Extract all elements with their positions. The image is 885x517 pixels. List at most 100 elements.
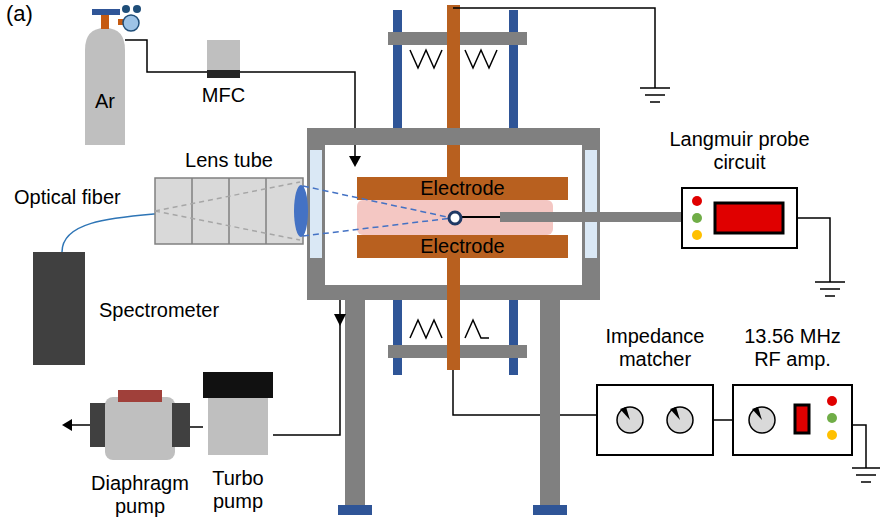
mfc-node: MFC [207, 40, 240, 78]
rf-amplifier-box-part [827, 413, 837, 423]
spectrometer-box [33, 252, 85, 365]
support-frame-part [345, 300, 365, 505]
rf-amplifier-box-part [827, 396, 837, 406]
spectrometer-node: Spectrometer [33, 252, 85, 365]
node-heading: Langmuir probe circuit [665, 128, 815, 174]
langmuir-probe-part [500, 212, 682, 222]
rf-amplifier-box-part [752, 407, 762, 420]
optical-fiber [62, 214, 155, 252]
amplifier-node: 13.56 MHz RF amp. [733, 385, 852, 455]
electrodes-plasma-part [357, 235, 568, 258]
gas-inlet-line-part [349, 156, 361, 167]
wire [190, 426, 203, 428]
top-feedthrough-part [410, 50, 442, 68]
edge-label: Optical fiber [12, 186, 123, 209]
rf-amplifier-box-part [852, 425, 880, 482]
probe-circuit-box-part [692, 213, 702, 223]
top-feedthrough-part [393, 10, 402, 128]
impedance-matcher-box-part [620, 407, 630, 420]
lens-tube-part [192, 178, 266, 244]
ground-wire-part [453, 8, 655, 88]
vacuum-chamber-part [307, 128, 325, 300]
diaphragm-pump-body [62, 390, 190, 460]
electrode-node: Electrode [357, 177, 568, 200]
rf-amplifier-box-part [795, 405, 809, 433]
rf-amplifier-box [733, 385, 880, 482]
vacuum-chamber-part [585, 150, 597, 258]
probe-circuit-box-part [692, 196, 702, 206]
rf-amplifier-box-part [827, 430, 837, 440]
lens-tube [155, 178, 308, 244]
node-heading: 13.56 MHz RF amp. [735, 325, 850, 371]
diaphragm-pump-body-part [72, 424, 90, 426]
turbo-pump-body-part [203, 372, 273, 398]
wire [453, 258, 597, 415]
node-heading: Lens tube [169, 149, 289, 172]
probe-circuit-box-part [692, 230, 702, 240]
mass-flow-controller [207, 40, 240, 78]
top-feedthrough-part [447, 5, 460, 177]
mass-flow-controller-part [207, 70, 240, 78]
bottom-feedthrough-part [410, 320, 442, 338]
support-frame-part [533, 505, 567, 515]
support-frame-part [540, 300, 560, 505]
impedance-matcher-box-part [617, 407, 643, 433]
electrode-node: Electrode [357, 235, 568, 258]
panel-label: (a) [4, 2, 35, 25]
gas-cylinder-part [133, 5, 141, 13]
impedance-matcher-box-part [597, 385, 713, 455]
lens-tube-part [155, 182, 300, 240]
pumping-line-part [334, 314, 346, 326]
langmuir-probe-part [462, 216, 500, 218]
diaphragm-pump-body-part [172, 403, 190, 447]
bottom-feedthrough-part [465, 320, 489, 338]
impedance-matcher-box-part [670, 407, 680, 420]
diaphragm-pump-body-part [105, 397, 175, 460]
turbo-pump-body-part [208, 398, 268, 455]
langmuir-probe [449, 212, 682, 224]
diaphragm-pump-body-part [118, 390, 162, 402]
probe-circuit-box-part [797, 218, 845, 296]
node-text: Electrode [357, 235, 568, 258]
probe-circuit-box-part [682, 188, 797, 248]
matcher-node: Impedance matcher [597, 385, 713, 455]
impedance-matcher-box-part [667, 407, 693, 433]
gas-inlet-line-part [240, 72, 355, 158]
node-heading: Diaphragm pump [84, 472, 196, 517]
gas-cylinder-part [122, 5, 130, 13]
mass-flow-controller-part [207, 40, 240, 70]
top-feedthrough [388, 5, 527, 177]
node-heading: MFC [189, 84, 259, 107]
node-heading: Impedance matcher [590, 325, 720, 371]
bottom-feedthrough-part [447, 258, 460, 370]
probe-circuit-node: Langmuir probe circuit [682, 188, 797, 248]
support-frame-part [338, 505, 372, 515]
node-text: Ar [85, 90, 125, 113]
wire [125, 40, 207, 72]
lens-tube-part [294, 185, 308, 237]
top-feedthrough-part [509, 10, 518, 128]
node-heading: Turbo pump [193, 467, 283, 513]
node-text: Electrode [357, 177, 568, 200]
gas-cylinder-part [92, 9, 120, 15]
bottom-feedthrough-part [509, 300, 518, 375]
electrodes-plasma-part [357, 177, 568, 200]
node-heading: Spectrometer [99, 299, 219, 322]
probe-circuit-box [682, 188, 845, 296]
impedance-matcher-box [597, 385, 713, 455]
pump-node: Diaphragm pump [90, 390, 190, 460]
gas-cylinder [85, 5, 141, 145]
lens-tube-node: Lens tube [155, 178, 303, 244]
ground-wire [453, 8, 670, 102]
gas-cylinder-node: Ar [85, 28, 125, 145]
spectrometer-box-part [33, 252, 85, 365]
pumping-line-part [273, 300, 340, 435]
wire [713, 419, 733, 421]
gas-cylinder-part [101, 13, 109, 29]
rf-amplifier-box-part [733, 385, 852, 455]
bottom-feedthrough [388, 258, 527, 375]
pump-node: Turbo pump [203, 372, 273, 455]
top-feedthrough-part [465, 50, 497, 68]
